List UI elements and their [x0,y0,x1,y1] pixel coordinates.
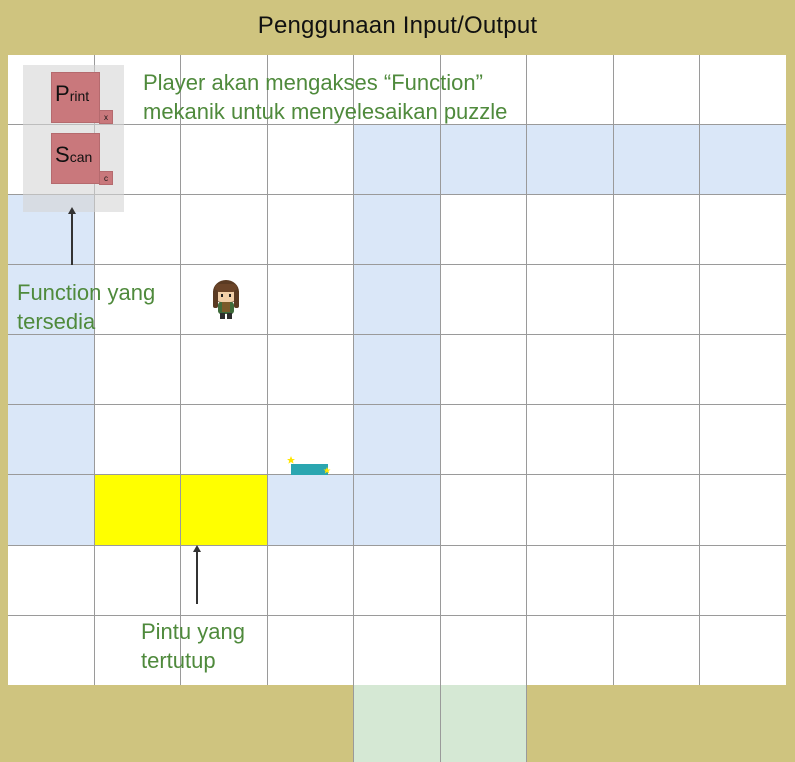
grid-line-vertical [440,55,441,685]
path-tile [353,194,440,264]
exit-gridline [353,685,354,762]
arrow-up-icon [68,207,76,265]
annotation-line: tertutup [141,648,216,673]
annotation-line: Pintu yang [141,619,245,644]
function-first-letter: P [55,81,70,106]
path-tile [8,474,94,545]
player-character-icon[interactable] [208,278,244,320]
annotation-function: Function yang tersedia [17,278,197,336]
function-card-print[interactable]: Print x [51,72,113,124]
grid-line-horizontal [8,334,786,335]
path-tile [8,404,94,474]
grid-line-horizontal [8,194,786,195]
path-tile [699,124,786,194]
grid-line-vertical [353,55,354,685]
path-tile [353,334,440,404]
annotation-line: Function yang [17,280,156,305]
grid-line-horizontal [8,615,786,616]
annotation-line: tersedia [17,309,96,334]
function-key: c [99,171,113,185]
path-tile [8,334,94,404]
path-tile [353,124,440,194]
grid-line-vertical [180,55,181,685]
page-title: Penggunaan Input/Output [257,12,538,39]
annotation-player: Player akan mengakses “Function” mekanik… [143,68,593,126]
arrow-up-icon [193,545,201,604]
exit-gridline [440,685,441,762]
annotation-door: Pintu yang tertutup [141,617,301,675]
grid-line-horizontal [8,404,786,405]
path-tile [353,474,440,545]
grid-line-horizontal [8,545,786,546]
closed-door-tile [94,474,180,545]
path-tile [613,124,699,194]
path-tile [526,124,613,194]
function-label: Scan [55,144,92,168]
path-tile [440,124,526,194]
exit-gridline [526,685,527,762]
grid-line-vertical [526,55,527,685]
grid-line-horizontal [8,474,786,475]
function-label: Print [55,83,89,107]
function-rest: rint [69,88,90,104]
grid-line-horizontal [8,124,786,125]
function-panel: Print x Scan c [23,65,124,212]
function-rest: can [69,149,93,165]
path-tile [353,404,440,474]
function-key: x [99,110,113,124]
grid-line-vertical [267,55,268,685]
annotation-line: Player akan mengakses “Function” [143,70,483,95]
function-item-pickup-icon[interactable] [286,455,332,477]
grid-line-vertical [699,55,700,685]
game-board [8,55,786,685]
path-tile [353,264,440,334]
annotation-line: mekanik untuk menyelesaikan puzzle [143,99,508,124]
path-tile [267,474,353,545]
grid-line-horizontal [8,264,786,265]
grid-line-vertical [94,55,95,685]
grid-line-vertical [613,55,614,685]
function-first-letter: S [55,142,70,167]
closed-door-tile [180,474,267,545]
path-tile [8,264,94,334]
function-card-scan[interactable]: Scan c [51,133,113,185]
